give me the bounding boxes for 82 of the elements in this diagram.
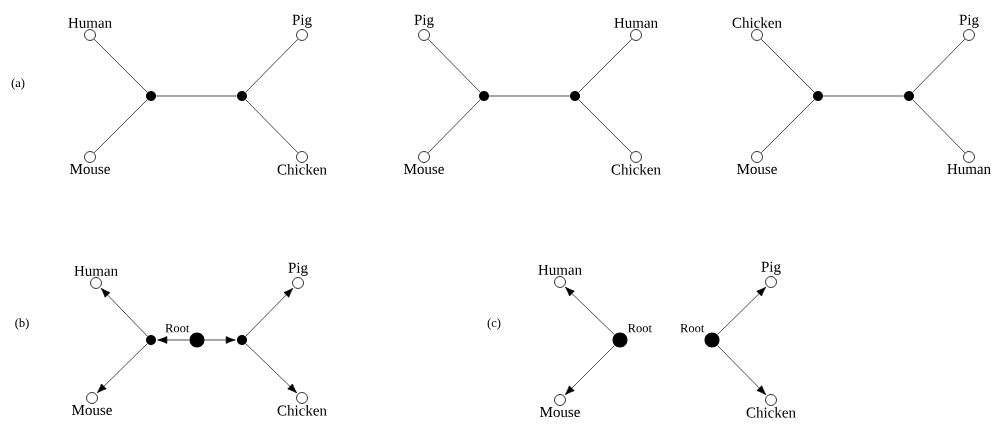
arrow: [245, 343, 298, 394]
leaf-node: Mouse: [540, 394, 580, 418]
node-label: Pig: [292, 14, 312, 28]
leaf-node: Mouse: [404, 151, 444, 175]
panel-label: (a): [11, 78, 25, 90]
branch-line: [427, 38, 481, 93]
branch-line: [578, 99, 633, 154]
node-label: Human: [538, 264, 582, 275]
node-label: Chicken: [611, 164, 661, 175]
branch-line: [912, 99, 966, 154]
leaf-node: Human: [947, 151, 991, 175]
leaf-node: Chicken: [732, 17, 782, 41]
panel-label: (b): [15, 318, 29, 330]
branch-line: [578, 38, 633, 93]
root-node: Root: [680, 324, 720, 348]
node-label: Human: [947, 164, 991, 175]
leaf-node: Mouse: [70, 151, 110, 175]
branch-line: [427, 99, 481, 154]
leaf-node: Chicken: [277, 392, 327, 416]
node-label: Human: [614, 17, 658, 28]
leaf-node: Mouse: [72, 392, 112, 416]
node-label: Human: [74, 265, 118, 276]
internal-node: [904, 91, 914, 101]
root-node: Root: [165, 324, 205, 348]
arrow: [100, 287, 148, 337]
leaf-node: Chicken: [611, 151, 661, 175]
node-label: Root: [680, 324, 705, 333]
internal-node: [146, 335, 156, 345]
node-label: Mouse: [737, 164, 777, 175]
branch-line: [760, 99, 815, 154]
arrow: [564, 345, 615, 396]
branch-line: [760, 38, 815, 93]
node-label: Pig: [959, 14, 979, 28]
leaf-node: Human: [614, 17, 658, 41]
branch-line: [822, 95, 905, 97]
internal-node: [237, 91, 247, 101]
node-label: Mouse: [70, 164, 110, 175]
leaf-node: Pig: [414, 14, 434, 41]
branch-line: [912, 38, 966, 93]
root-node: Root: [612, 324, 652, 348]
internal-node: [146, 91, 156, 101]
leaf-node: Pig: [761, 261, 781, 288]
node-label: Pig: [761, 261, 781, 275]
leaf-node: Chicken: [746, 394, 796, 418]
branch-line: [488, 95, 571, 97]
arrow: [717, 345, 767, 396]
node-label: Pig: [288, 262, 308, 276]
node-label: Chicken: [277, 164, 327, 175]
panel-label: (c): [487, 318, 501, 330]
node-label: Human: [68, 17, 112, 28]
leaf-node: Chicken: [277, 151, 327, 175]
branch-line: [245, 38, 299, 93]
arrow: [564, 286, 615, 335]
leaf-node: Pig: [288, 262, 308, 289]
arrow: [717, 286, 767, 335]
branch-line: [245, 99, 299, 154]
arrow: [204, 336, 236, 344]
node-label: Mouse: [404, 164, 444, 175]
leaf-node: Human: [68, 17, 112, 41]
internal-node: [813, 91, 823, 101]
leaf-node: Human: [538, 264, 582, 288]
leaf-node: Mouse: [737, 151, 777, 175]
leaf-node: Human: [74, 265, 118, 289]
node-label: Chicken: [732, 17, 782, 28]
leaf-node: Pig: [959, 14, 979, 41]
arrow: [157, 336, 190, 344]
node-label: Root: [165, 324, 190, 333]
branch-line: [93, 38, 148, 93]
node-label: Root: [628, 324, 652, 333]
branch-line: [155, 95, 238, 97]
node-label: Mouse: [72, 405, 112, 416]
arrow: [245, 287, 294, 337]
internal-node: [570, 91, 580, 101]
node-label: Chicken: [746, 407, 796, 418]
node-label: Pig: [414, 14, 434, 28]
branch-line: [93, 99, 148, 154]
leaf-node: Pig: [292, 14, 312, 41]
node-label: Mouse: [540, 407, 580, 418]
internal-node: [479, 91, 489, 101]
node-label: Chicken: [277, 405, 327, 416]
internal-node: [237, 335, 247, 345]
arrow: [96, 343, 148, 394]
